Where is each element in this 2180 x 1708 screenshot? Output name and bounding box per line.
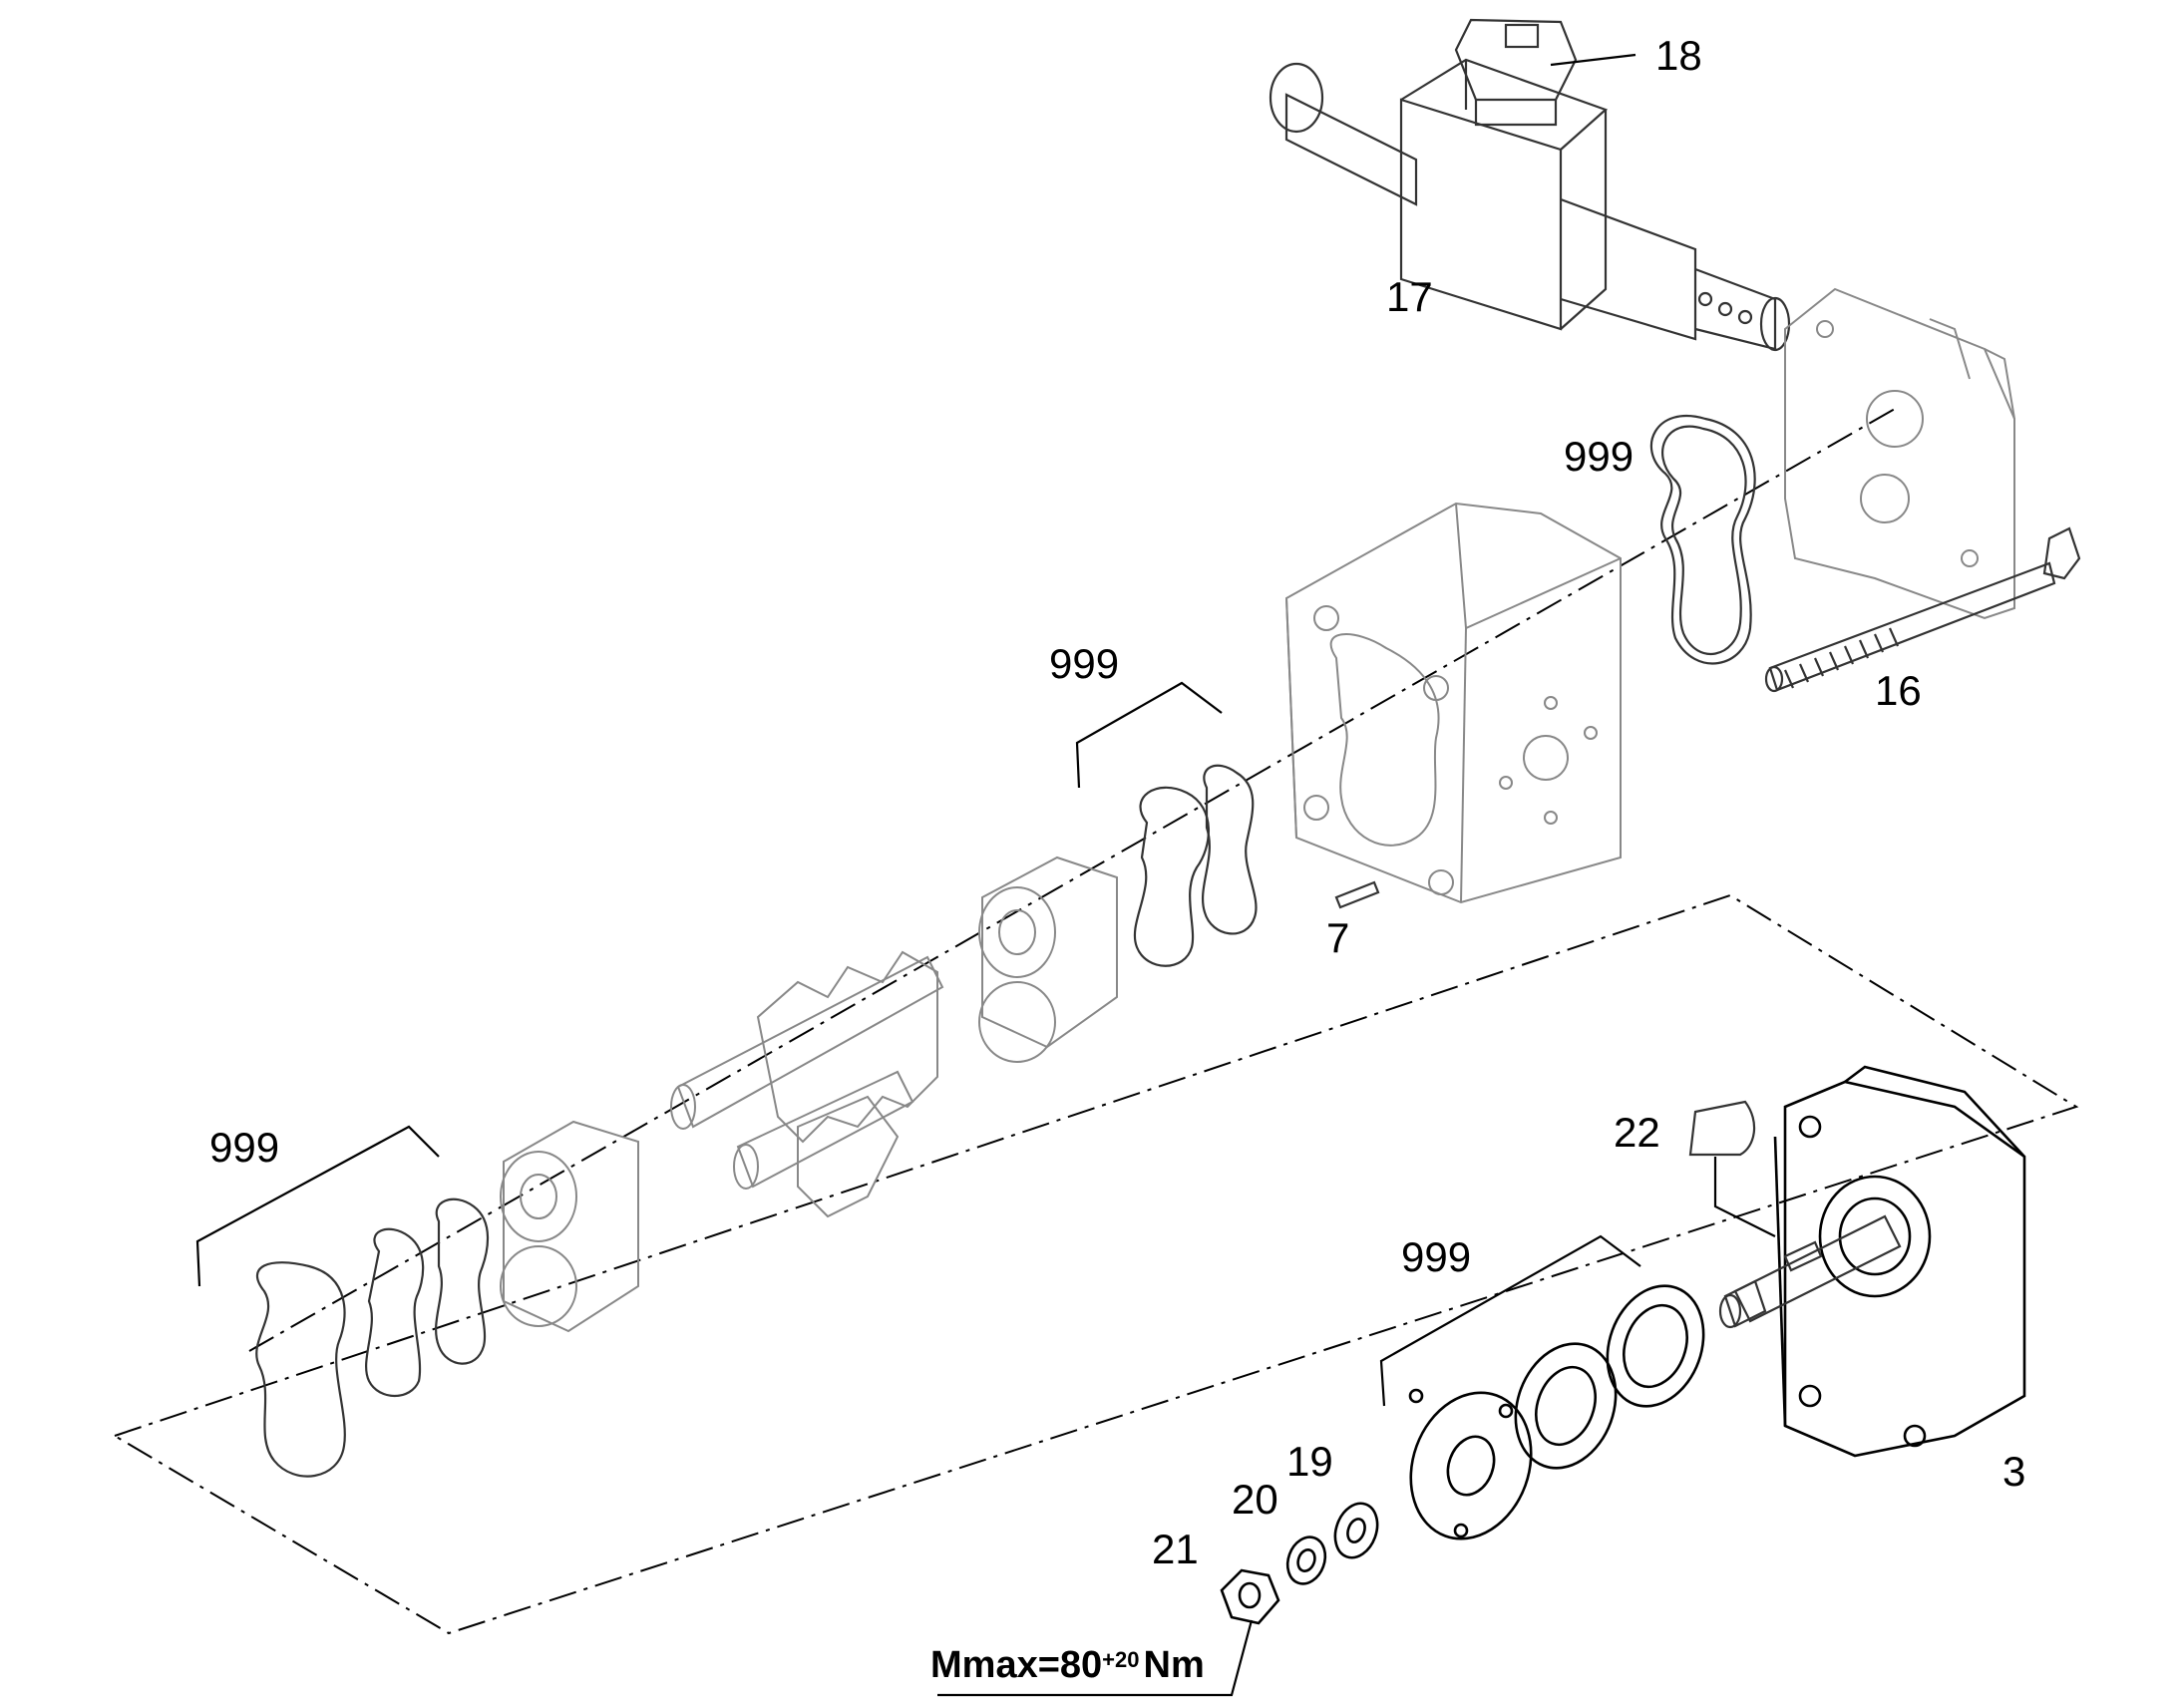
solenoid-valve <box>1269 58 1791 352</box>
label-part-22: 22 <box>1614 1109 1660 1156</box>
drive-shaft <box>1718 1214 1902 1329</box>
label-part-3: 3 <box>2002 1448 2025 1495</box>
seal-rings-middle <box>1133 764 1258 967</box>
lock-washer-20 <box>1285 1536 1327 1585</box>
valve-cover-plate <box>1784 287 2015 620</box>
retaining-plate <box>1408 1388 1533 1540</box>
label-part-18: 18 <box>1655 32 1702 79</box>
bearing-block-lower <box>500 1120 639 1333</box>
pin-7 <box>1334 880 1380 909</box>
seal-rings-lower <box>365 1197 490 1397</box>
solenoid-connector <box>1454 18 1578 127</box>
torque-tolerance: +20 <box>1102 1647 1139 1672</box>
torque-unit: Nm <box>1144 1644 1205 1686</box>
torque-value: Mmax=80 <box>930 1644 1102 1686</box>
washer-19 <box>1333 1502 1379 1559</box>
o-ring-upper <box>1649 415 1756 665</box>
bracket-999-d <box>1379 1234 1641 1407</box>
assembly-outline <box>112 893 2079 1635</box>
bearing-block-upper <box>978 855 1118 1063</box>
leader-18 <box>1550 53 1636 67</box>
front-shaft-seal <box>1514 1342 1618 1470</box>
center-axis <box>248 408 1896 1352</box>
bracket-999-c <box>195 1125 440 1287</box>
pump-housing <box>1284 502 1622 904</box>
label-part-7: 7 <box>1326 914 1349 961</box>
gear-shafts <box>670 950 944 1218</box>
leader-torque <box>937 1619 1254 1697</box>
leader-22 <box>1713 1157 1776 1237</box>
nut-21 <box>1220 1568 1280 1625</box>
bracket-999-b <box>1075 681 1223 789</box>
front-flange <box>1773 1065 2026 1458</box>
label-part-20: 20 <box>1232 1476 1278 1523</box>
label-seal-kit-c: 999 <box>209 1124 279 1171</box>
label-part-19: 19 <box>1286 1438 1333 1485</box>
label-part-17: 17 <box>1386 273 1433 320</box>
label-part-21: 21 <box>1152 1526 1199 1572</box>
label-part-16: 16 <box>1875 667 1922 714</box>
key-22 <box>1688 1100 1756 1157</box>
label-seal-kit-b: 999 <box>1049 640 1119 687</box>
bolt-16 <box>1764 526 2081 693</box>
label-seal-kit-a: 999 <box>1564 433 1634 480</box>
front-seal-ring <box>1606 1284 1705 1408</box>
label-seal-kit-d: 999 <box>1401 1233 1471 1280</box>
o-ring-lower <box>255 1261 346 1478</box>
